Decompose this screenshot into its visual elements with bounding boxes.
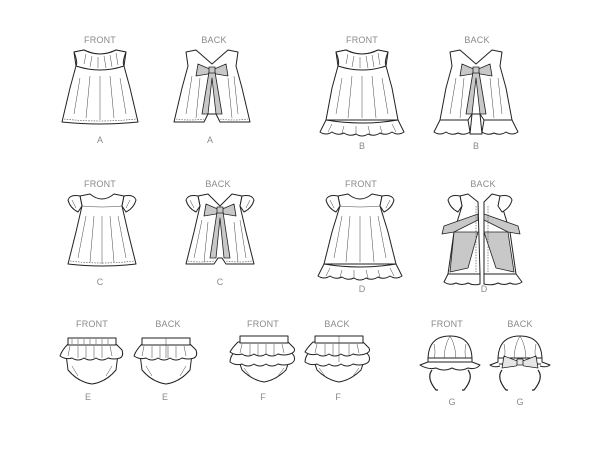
label-a-front: FRONT bbox=[84, 35, 116, 45]
letter-f-back: F bbox=[335, 392, 341, 402]
garment-c-back-illustration bbox=[185, 193, 255, 265]
letter-e-back: E bbox=[161, 392, 169, 402]
letter-a-front: A bbox=[96, 135, 104, 145]
letter-b-front: B bbox=[358, 141, 366, 151]
label-c-back: BACK bbox=[205, 179, 231, 189]
garment-f-front-illustration bbox=[229, 335, 295, 383]
letter-b-back: B bbox=[472, 141, 480, 151]
garment-d-front-illustration bbox=[317, 193, 403, 281]
letter-g-front: G bbox=[448, 397, 456, 407]
label-d-front: FRONT bbox=[345, 179, 377, 189]
label-g-front: FRONT bbox=[431, 319, 463, 329]
garment-c-front-illustration bbox=[67, 193, 137, 267]
letter-c-back: C bbox=[216, 277, 224, 287]
label-a-back: BACK bbox=[201, 35, 227, 45]
label-e-front: FRONT bbox=[76, 319, 108, 329]
label-d-back: BACK bbox=[470, 179, 496, 189]
letter-g-back: G bbox=[516, 397, 524, 407]
garment-b-back-illustration bbox=[433, 49, 519, 135]
label-f-front: FRONT bbox=[247, 319, 279, 329]
letter-f-front: F bbox=[260, 392, 266, 402]
garment-g-front-illustration bbox=[419, 335, 481, 391]
label-f-back: BACK bbox=[324, 319, 350, 329]
garment-b-front-illustration bbox=[319, 49, 405, 137]
label-b-front: FRONT bbox=[346, 35, 378, 45]
letter-e-front: E bbox=[84, 392, 92, 402]
letter-c-front: C bbox=[96, 277, 104, 287]
garment-a-back-illustration bbox=[173, 49, 251, 123]
garment-a-front-illustration bbox=[61, 49, 139, 125]
garment-e-front-illustration bbox=[59, 337, 124, 385]
letter-a-back: A bbox=[206, 135, 214, 145]
label-e-back: BACK bbox=[155, 319, 181, 329]
label-b-back: BACK bbox=[464, 35, 490, 45]
garment-f-back-illustration bbox=[304, 335, 370, 383]
garment-e-back-illustration bbox=[133, 337, 198, 385]
letter-d-front: D bbox=[358, 284, 366, 294]
garment-g-back-illustration bbox=[489, 335, 551, 391]
label-c-front: FRONT bbox=[84, 179, 116, 189]
label-g-back: BACK bbox=[507, 319, 533, 329]
garment-d-back-illustration bbox=[441, 193, 523, 286]
letter-d-back: D bbox=[480, 284, 488, 294]
